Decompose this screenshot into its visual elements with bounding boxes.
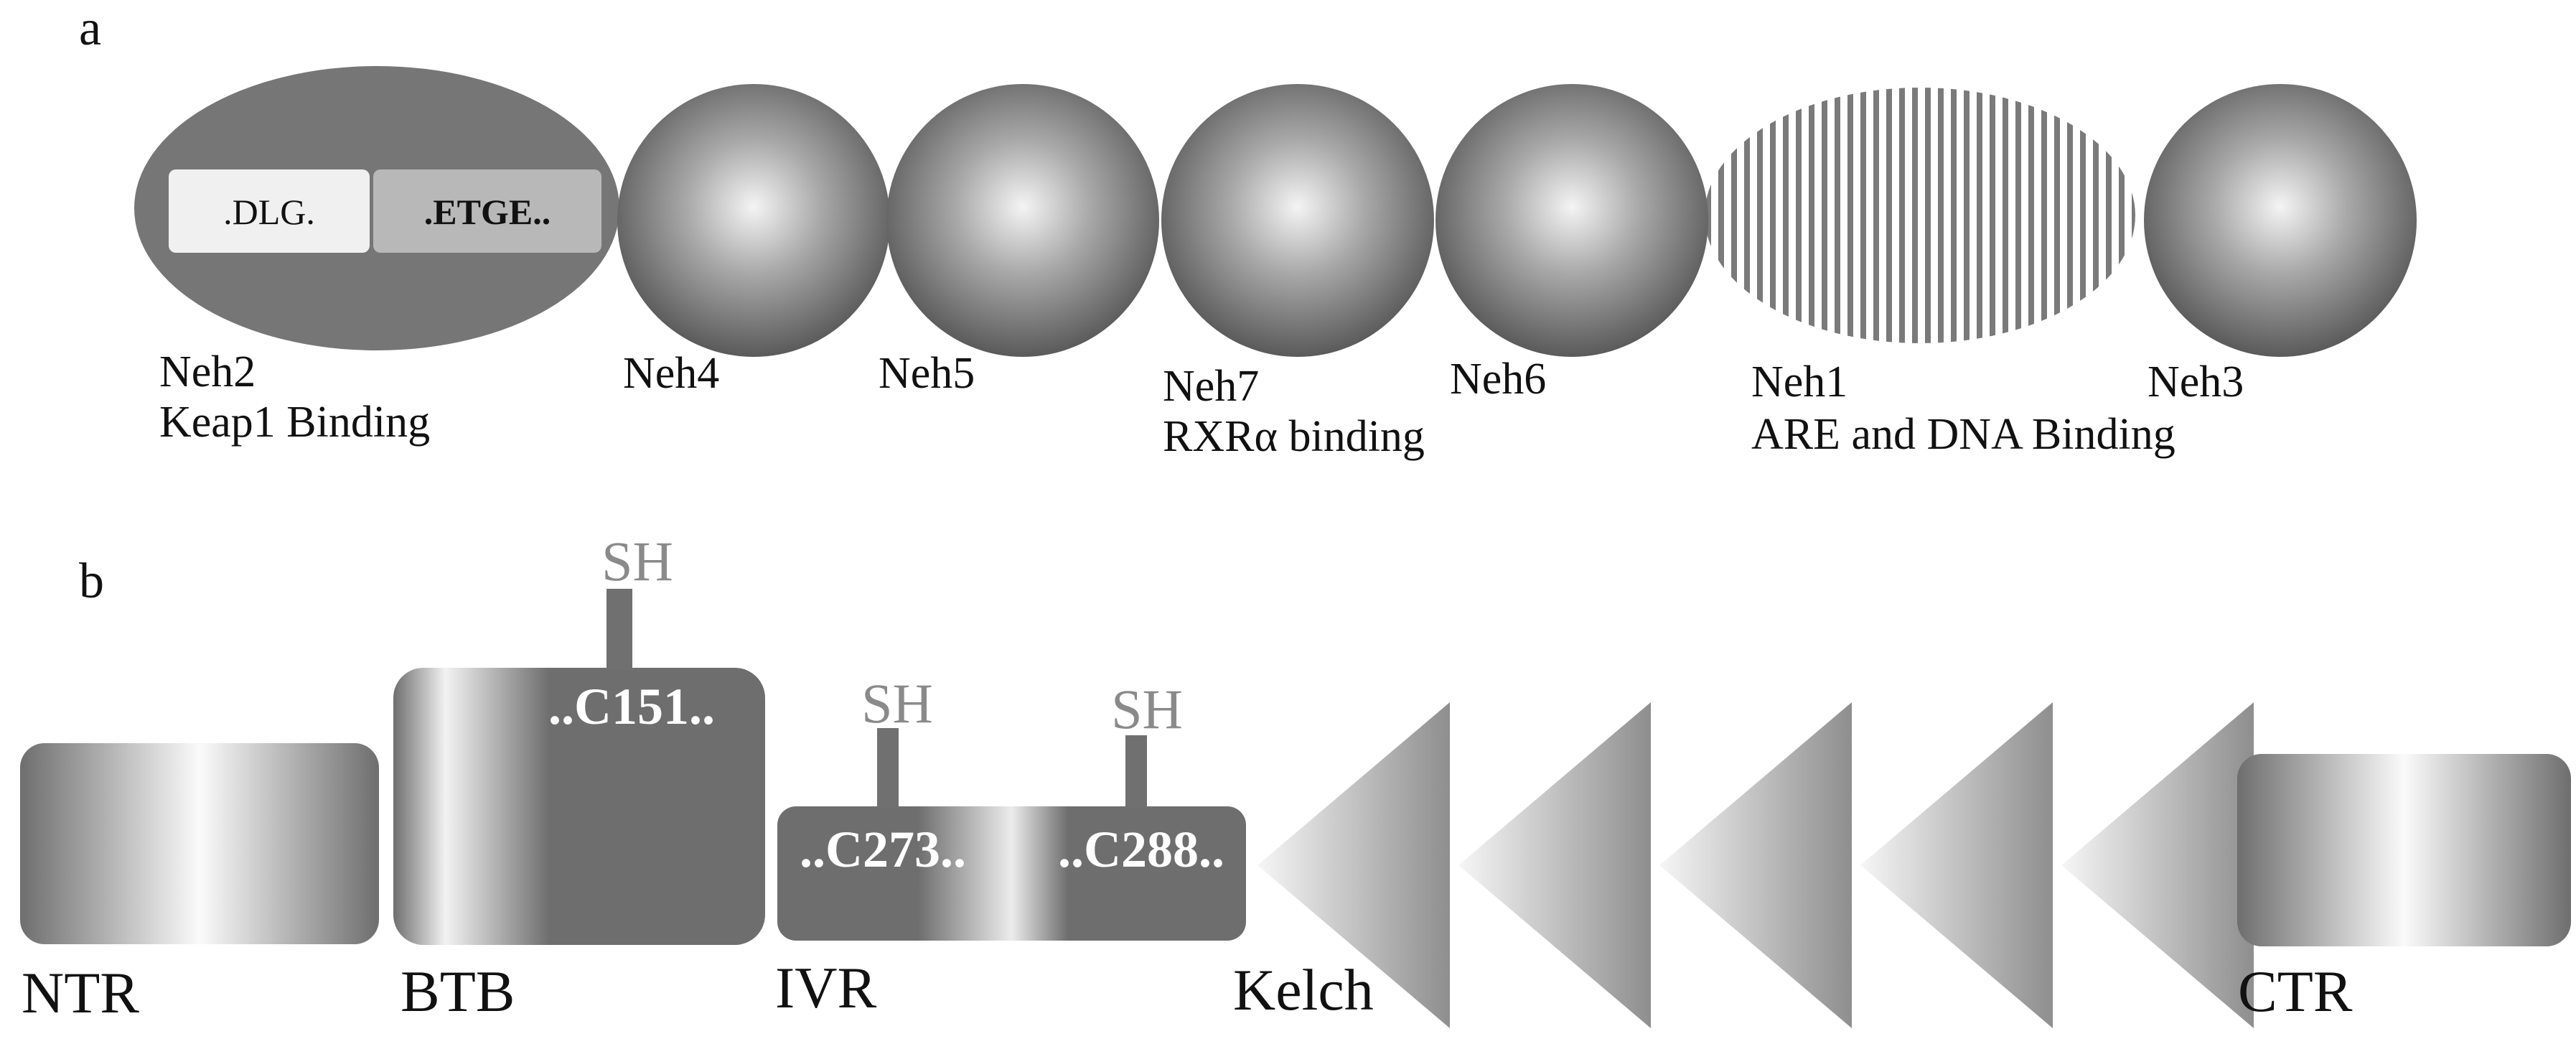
neh1-function-label: ARE and DNA Binding	[1751, 410, 2175, 459]
ctr-label: CTR	[2238, 959, 2353, 1024]
ivr-domain: SH SH ..C273.. ..C288..	[777, 672, 1246, 941]
kelch-label: Kelch	[1233, 957, 1374, 1022]
neh3-label: Neh3	[2148, 358, 2244, 406]
c288-thiol-label: SH	[1111, 678, 1183, 740]
neh6-domain	[1435, 84, 1708, 357]
kelch-domain	[1257, 702, 2254, 1028]
etge-motif-label: .ETGE..	[424, 192, 551, 232]
ntr-domain	[20, 743, 379, 944]
dlg-motif-label: .DLG.	[223, 192, 315, 232]
c151-thiol-stem	[606, 589, 632, 671]
c273-label: ..C273..	[800, 821, 966, 878]
neh3-domain	[2144, 84, 2417, 357]
btb-label: BTB	[401, 959, 515, 1024]
kelch-blade-2	[1458, 702, 1651, 1028]
c273-thiol-label: SH	[861, 672, 933, 735]
neh5-domain	[886, 84, 1159, 357]
neh6-label: Neh6	[1450, 355, 1546, 404]
panel-b-label: b	[79, 554, 104, 609]
kelch-blade-3	[1659, 702, 1852, 1028]
kelch-blade-5	[2061, 702, 2254, 1028]
neh2-label: Neh2	[159, 348, 256, 396]
c288-label: ..C288..	[1058, 821, 1224, 878]
neh7-label: Neh7	[1163, 362, 1259, 411]
etge-motif-box	[373, 169, 601, 253]
neh7-domain	[1161, 84, 1434, 357]
neh2-domain: .DLG. .ETGE..	[134, 66, 619, 350]
neh5-label: Neh5	[879, 349, 975, 398]
panel-a-label: a	[79, 1, 101, 56]
neh4-domain	[617, 84, 890, 357]
dlg-motif-box	[169, 169, 370, 253]
neh4-label: Neh4	[623, 349, 719, 398]
c273-thiol-stem	[877, 728, 899, 809]
neh2-function-label: Keap1 Binding	[159, 398, 430, 447]
kelch-blade-1	[1257, 702, 1450, 1028]
c151-thiol-label: SH	[601, 530, 673, 592]
kelch-blade-4	[1860, 702, 2053, 1028]
neh7-function-label: RXRα binding	[1163, 412, 1425, 461]
c151-label: ..C151..	[548, 678, 715, 735]
c288-thiol-stem	[1125, 735, 1147, 809]
neh1-label: Neh1	[1751, 358, 1847, 406]
ntr-label: NTR	[22, 960, 139, 1025]
ivr-label: IVR	[775, 955, 877, 1020]
btb-domain: SH ..C151..	[393, 530, 765, 945]
ctr-domain	[2237, 754, 2571, 946]
neh1-domain	[1705, 88, 2135, 343]
